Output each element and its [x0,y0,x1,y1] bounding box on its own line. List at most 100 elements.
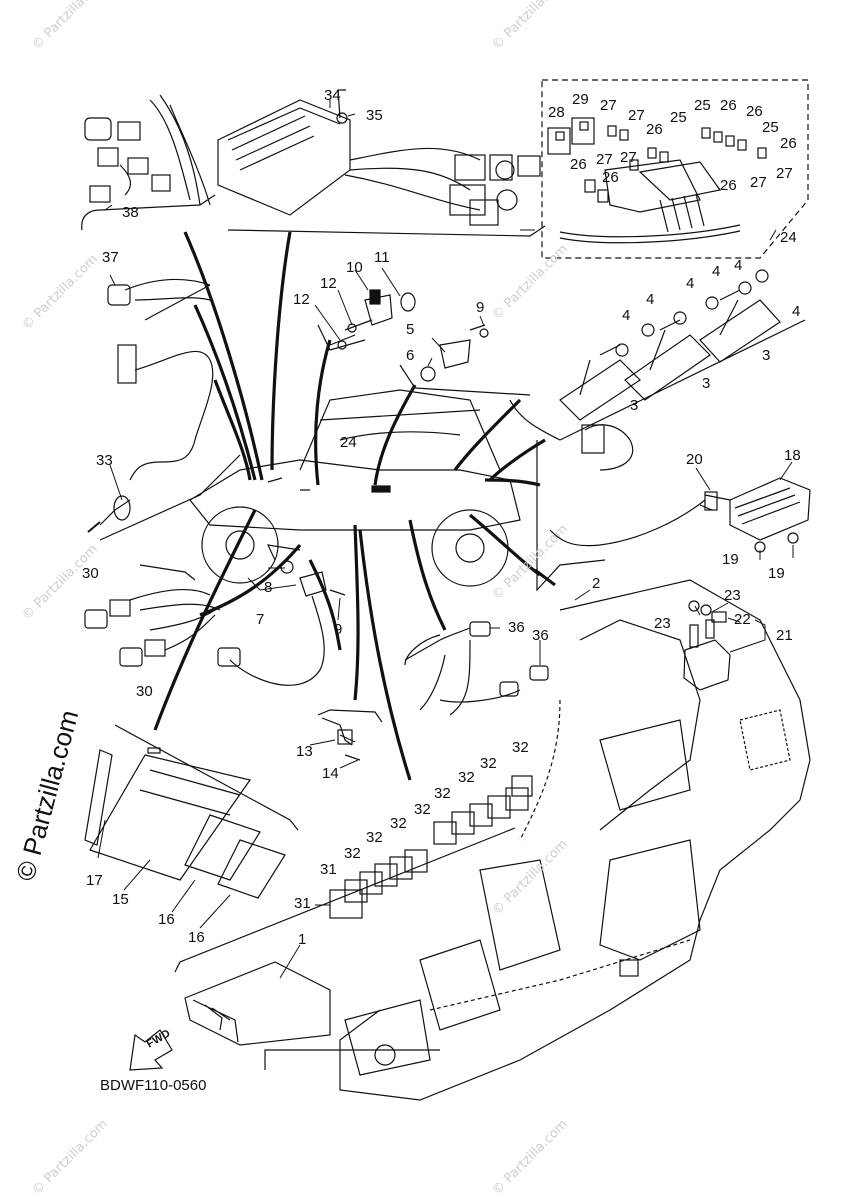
callout-32: 32 [434,785,451,802]
callout-13: 13 [296,743,313,760]
cdi-unit [217,89,541,226]
callout-3: 3 [630,397,639,414]
callout-12: 12 [320,275,337,292]
callout-27: 27 [776,165,793,182]
callout-25: 25 [694,97,711,114]
bracket-34 [227,225,546,237]
callout-32: 32 [366,829,383,846]
sensor-33 [87,454,241,541]
bracket-38 [81,194,216,231]
callout-1: 1 [298,931,307,948]
callout-27: 27 [628,107,645,124]
sensor-7 [217,544,346,686]
callout-37: 37 [102,249,119,266]
callout-31: 31 [320,861,337,878]
connector-group-38 [84,94,211,206]
regulator-18 [536,424,811,592]
callout-27: 27 [750,174,767,191]
document-kit [84,724,299,899]
callout-3: 3 [762,347,771,364]
relay-assembly-21 [683,600,731,691]
callout-21: 21 [776,627,793,644]
callout-4: 4 [734,257,743,274]
callout-4: 4 [646,291,655,308]
relay-bank [329,775,533,919]
callout-22: 22 [734,611,751,628]
callout-19: 19 [768,565,785,582]
callout-38: 38 [122,204,139,221]
ecu-1 [174,827,516,1070]
callout-8: 8 [264,579,273,596]
callout-30: 30 [136,683,153,700]
callout-14: 14 [322,765,339,782]
callout-12: 12 [293,291,310,308]
leader-lines [97,100,794,979]
callout-26: 26 [570,156,587,173]
bracket-injectors [509,319,806,441]
detail-box-dashed [541,79,809,259]
callout-19: 19 [722,551,739,568]
callout-32: 32 [458,769,475,786]
callout-36: 36 [508,619,525,636]
document-id: BDWF110-0560 [100,1077,207,1094]
fwd-arrow [129,1029,173,1071]
callout-6: 6 [406,347,415,364]
callout-17: 17 [86,872,103,889]
callout-24: 24 [780,229,797,246]
sensor-13 [317,709,383,761]
callout-32: 32 [390,815,407,832]
callout-24: 24 [340,434,357,451]
callout-26: 26 [602,169,619,186]
callout-27: 27 [596,151,613,168]
callout-5: 5 [406,321,415,338]
callout-27: 27 [600,97,617,114]
callout-23: 23 [654,615,671,632]
vehicle-outline [189,389,521,587]
callout-27: 27 [620,149,637,166]
callout-16: 16 [188,929,205,946]
connector-group-30 [84,564,221,667]
injector-assembly [559,269,781,421]
callout-28: 28 [548,104,565,121]
callout-32: 32 [480,755,497,772]
callout-29: 29 [572,91,589,108]
callout-26: 26 [646,121,663,138]
callout-30: 30 [82,565,99,582]
callout-20: 20 [686,451,703,468]
callout-10: 10 [346,259,363,276]
callout-4: 4 [712,263,721,280]
connector-group-36 [404,621,549,716]
callout-16: 16 [158,911,175,928]
callout-9: 9 [334,621,343,638]
callout-32: 32 [344,845,361,862]
callout-2: 2 [592,575,601,592]
callout-4: 4 [792,303,801,320]
callout-26: 26 [780,135,797,152]
callout-4: 4 [686,275,695,292]
callout-32: 32 [512,739,529,756]
sensor-10 [317,289,416,351]
callout-26: 26 [720,97,737,114]
callout-11: 11 [374,249,390,266]
callout-25: 25 [762,119,779,136]
callout-15: 15 [112,891,129,908]
callout-23: 23 [724,587,741,604]
callout-34: 34 [324,87,341,104]
callout-4: 4 [622,307,631,324]
callout-35: 35 [366,107,383,124]
callout-36: 36 [532,627,549,644]
callout-7: 7 [256,611,265,628]
callout-18: 18 [784,447,801,464]
callout-31: 31 [294,895,311,912]
frame-housing [339,579,811,1101]
callout-32: 32 [414,801,431,818]
callout-3: 3 [702,375,711,392]
callout-26: 26 [746,103,763,120]
callout-25: 25 [670,109,687,126]
sensor-5 [399,324,531,396]
relay-fuse-cluster [547,117,767,244]
connector-37 [107,278,214,481]
callout-26: 26 [720,177,737,194]
callout-33: 33 [96,452,113,469]
